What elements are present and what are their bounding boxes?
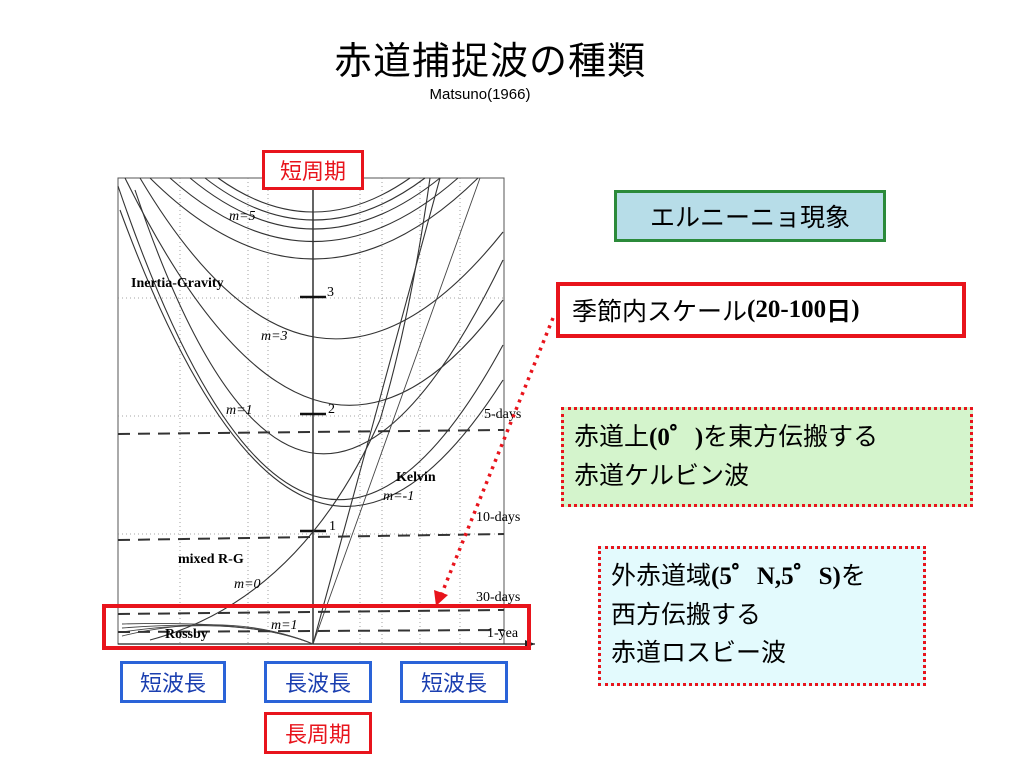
label-m5: m=5 (229, 209, 256, 224)
tick-label-3: 3 (327, 285, 334, 300)
callout-arrow-head-icon (434, 590, 448, 606)
diagram-frame (117, 177, 505, 645)
period-label-30-days: 30-days (476, 590, 520, 605)
kelvin-l1-a: 赤道上 (574, 422, 650, 451)
label-rossby-m1: m=1 (271, 618, 298, 633)
rossby-l1-b: (5゜N,5゜S) (711, 563, 841, 590)
page-subtitle: Matsuno(1966) (429, 86, 531, 103)
rossby-l1-a: 外赤道域 (611, 561, 712, 590)
seasonal-prefix: 季節内スケール (572, 297, 748, 326)
label-rossby: Rossby (165, 627, 208, 642)
grid-horizontal (118, 297, 504, 535)
label-kelvin: Kelvin (396, 470, 436, 485)
long-period-label: 長周期 (264, 712, 372, 754)
period-label-5-days: 5-days (484, 407, 521, 422)
rossby-wave-callout: 外赤道域(5゜N,5゜S)を 西方伝搬する 赤道ロスビー波 (598, 546, 926, 686)
short-wavelength-left-label: 短波長 (120, 661, 226, 703)
kelvin-line-2: 赤道ケルビン波 (574, 461, 750, 490)
seasonal-unit: 日 (826, 297, 852, 326)
grid-vertical (179, 178, 461, 644)
label-inertia-gravity: Inertia-Gravity (131, 276, 224, 291)
rossby-line-1: 外赤道域(5゜N,5゜S)を (611, 557, 913, 596)
kelvin-wave-line-2 (312, 177, 481, 645)
kelvin-wave-callout: 赤道上(0゜)を東方伝搬する 赤道ケルビン波 (561, 407, 973, 507)
rossby-line-3: 赤道ロスビー波 (611, 638, 787, 667)
short-period-label: 短周期 (262, 150, 364, 190)
tick-label-2: 2 (328, 402, 335, 417)
rossby-l1-c: を (840, 561, 866, 590)
period-label-10-days: 10-days (476, 510, 520, 525)
label-m3: m=3 (261, 329, 288, 344)
rossby-curves (121, 622, 314, 645)
long-period-highlight (102, 604, 531, 650)
label-m0: m=0 (234, 577, 261, 592)
kelvin-line-1: 赤道上(0゜)を東方伝搬する (574, 418, 960, 457)
label-kelvin-m: m=-1 (383, 489, 414, 504)
kelvin-wave-line (312, 177, 441, 645)
callout-arrow-line (438, 317, 555, 599)
kelvin-l1-c: を東方伝搬する (703, 422, 879, 451)
elnino-callout: エルニーニョ現象 (614, 190, 886, 242)
seasonal-range: (20-100 (747, 296, 827, 323)
seasonal-close: ) (851, 296, 860, 323)
tick-label-1: 1 (329, 519, 336, 534)
long-wavelength-label: 長波長 (264, 661, 372, 703)
inertia-gravity-curves (117, 177, 504, 507)
page-title: 赤道捕捉波の種類 (333, 39, 646, 83)
label-m1: m=1 (226, 403, 253, 418)
label-mixed-rg: mixed R-G (178, 552, 244, 567)
kelvin-l1-b: (0゜) (649, 424, 704, 451)
period-label-1-year: 1-yea (487, 626, 519, 641)
period-lines (117, 429, 505, 633)
mixed-rossby-gravity-curve (149, 177, 431, 641)
rossby-line-2: 西方伝搬する (611, 600, 762, 629)
short-wavelength-right-label: 短波長 (400, 661, 508, 703)
